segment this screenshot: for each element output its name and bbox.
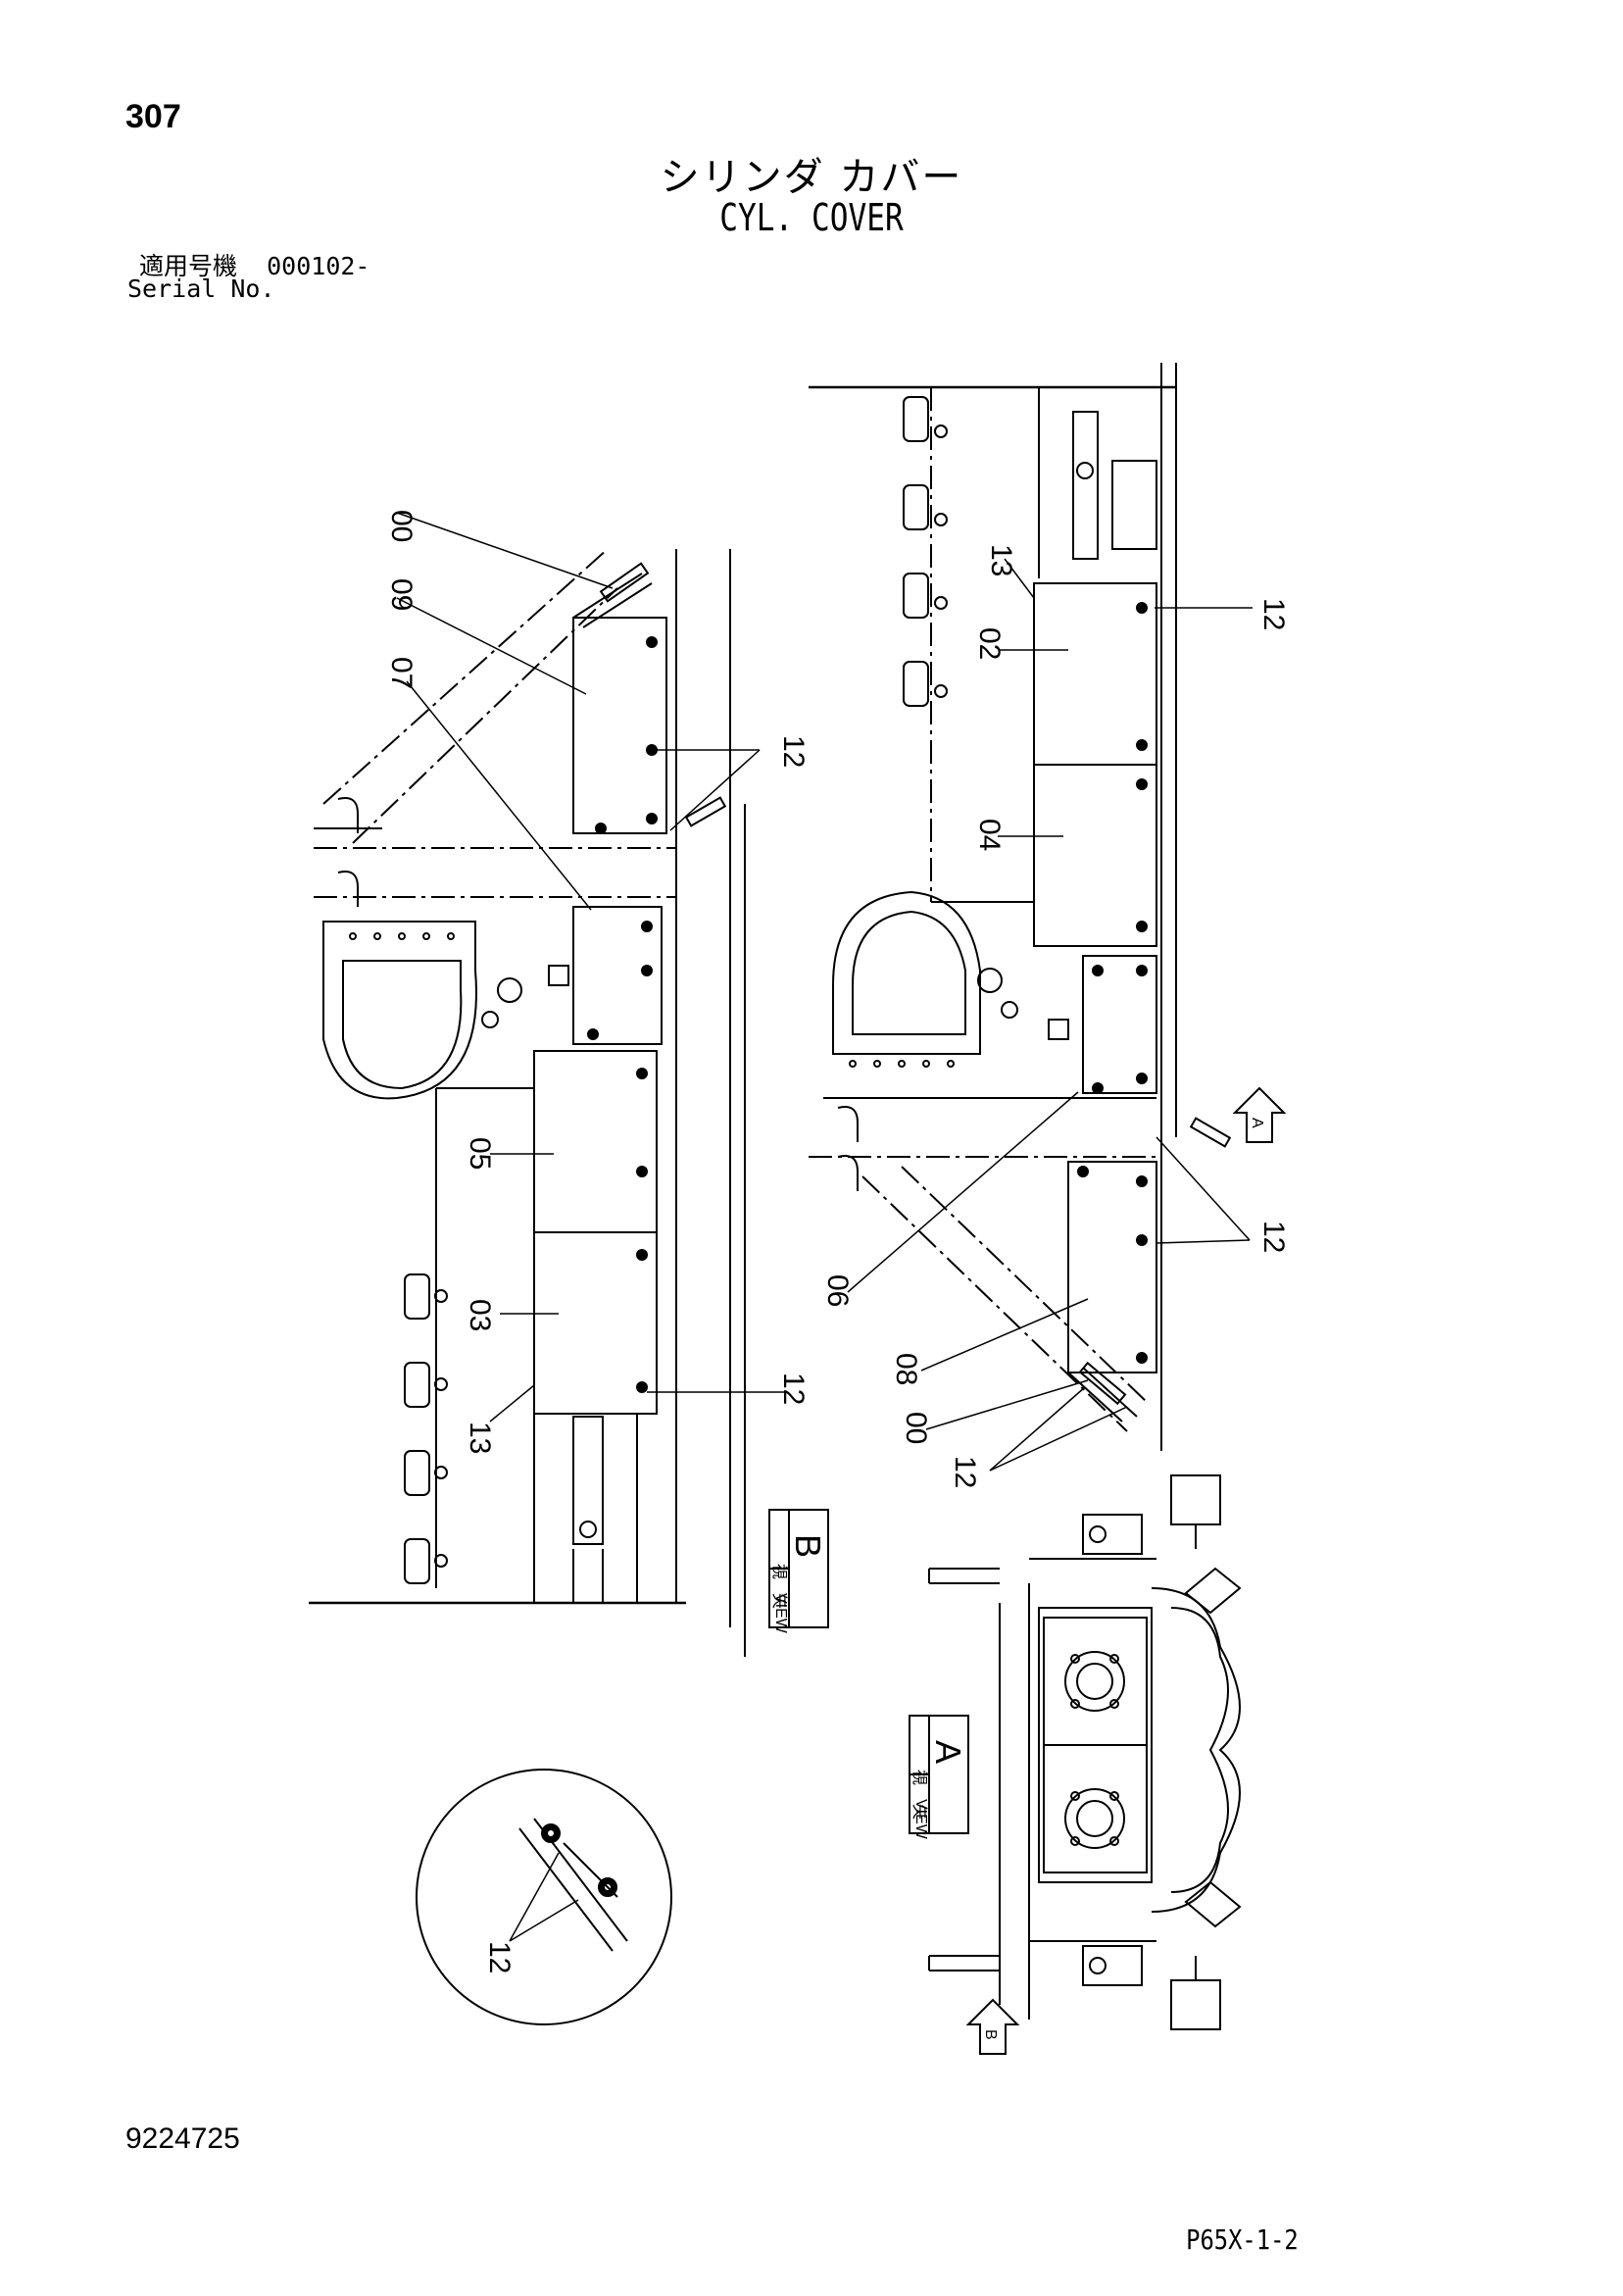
serial-value: 000102- <box>267 252 370 280</box>
arrow-b-icon <box>965 1998 1020 2055</box>
callout-right-02: 02 <box>973 627 1006 660</box>
document-number: 9224725 <box>125 2122 240 2155</box>
callout-detail-12: 12 <box>483 1941 516 1973</box>
page-code: P65X-1-2 <box>1186 2223 1299 2256</box>
view-a-word: VIEW <box>912 1799 929 1840</box>
callout-left-09: 09 <box>385 578 418 611</box>
hood-bolts <box>349 932 455 940</box>
right-hooks <box>903 396 948 707</box>
left-view <box>309 548 746 1657</box>
callout-left-00: 00 <box>385 510 418 542</box>
right-view <box>809 363 1232 1451</box>
callout-left-12b: 12 <box>777 1373 810 1405</box>
left-hooks <box>404 1273 448 1584</box>
callout-left-13: 13 <box>464 1422 496 1454</box>
serial-label-english: Serial No. <box>127 275 275 303</box>
view-a-kanji-2: 視 <box>910 1770 928 1785</box>
callout-right-08: 08 <box>890 1353 922 1385</box>
callout-right-12c: 12 <box>949 1456 981 1488</box>
callout-right-13: 13 <box>985 544 1017 576</box>
serial-line-japanese: 適用号機 000102- <box>139 247 369 282</box>
leader-lines <box>396 512 1253 1942</box>
callout-right-06: 06 <box>821 1274 854 1307</box>
view-b-marker: 矢 視 VIEW B <box>770 1534 828 1634</box>
callout-right-12a: 12 <box>1257 598 1290 630</box>
page-number: 307 <box>125 98 181 135</box>
arrow-b-letter: B <box>982 2029 999 2040</box>
arrow-a-letter: A <box>1249 1118 1265 1128</box>
view-a-marker: 矢 視 VIEW A <box>910 1740 968 1840</box>
front-view-a <box>928 1474 1242 2030</box>
title-japanese: シリンダ カバー <box>660 155 963 200</box>
callout-left-07: 07 <box>385 657 418 689</box>
callout-left-12a: 12 <box>777 735 810 768</box>
callout-right-12b: 12 <box>1257 1221 1290 1253</box>
callout-right-04: 04 <box>973 819 1006 851</box>
detail-circle <box>416 1769 672 2025</box>
view-a-letter: A <box>928 1740 968 1764</box>
view-b-kanji-2: 視 <box>770 1564 788 1579</box>
view-b-word: VIEW <box>772 1593 789 1634</box>
view-b-kanji-1: 矢 <box>770 1593 788 1609</box>
serial-label-jp: 適用号機 <box>139 252 238 280</box>
right-hood-bolts <box>849 1060 955 1068</box>
callout-labels: 00 09 07 12 05 03 13 12 13 02 12 04 06 1… <box>385 510 1290 1973</box>
arrow-a-icon <box>1232 1086 1287 1143</box>
view-a-kanji-1: 矢 <box>910 1804 928 1820</box>
title-english: CYL. COVER <box>719 196 904 239</box>
callout-left-03: 03 <box>464 1299 496 1331</box>
callout-right-00: 00 <box>900 1412 932 1444</box>
callout-left-05: 05 <box>464 1137 496 1170</box>
view-b-letter: B <box>788 1534 828 1558</box>
